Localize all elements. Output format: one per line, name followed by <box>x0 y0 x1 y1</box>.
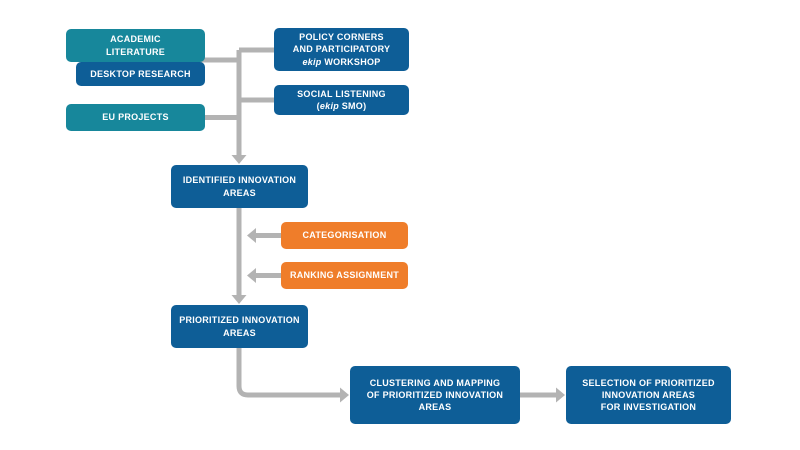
node-selection-for-investigation-label: SELECTION OF PRIORITIZED INNOVATION AREA… <box>582 377 715 413</box>
arrowhead-into-clustering <box>340 387 349 403</box>
node-policy-corners-workshop: POLICY CORNERS AND PARTICIPATORY ekip WO… <box>274 28 409 71</box>
node-ranking-assignment: RANKING ASSIGNMENT <box>281 262 408 289</box>
node-clustering-and-mapping-label: CLUSTERING AND MAPPING OF PRIORITIZED IN… <box>366 377 504 413</box>
node-ranking-assignment-label: RANKING ASSIGNMENT <box>289 270 400 281</box>
arrowhead-ranking <box>247 268 256 283</box>
connector-prioritized-to-clustering <box>236 348 341 398</box>
policy-corners-ekip: ekip <box>302 56 322 67</box>
node-clustering-and-mapping: CLUSTERING AND MAPPING OF PRIORITIZED IN… <box>350 366 520 424</box>
node-categorisation-label: CATEGORISATION <box>302 230 387 241</box>
node-desktop-research: DESKTOP RESEARCH <box>76 62 205 86</box>
node-selection-for-investigation: SELECTION OF PRIORITIZED INNOVATION AREA… <box>566 366 731 424</box>
policy-corners-text-after: WORKSHOP <box>321 56 381 67</box>
social-listening-text: SOCIAL LISTENING ( <box>297 88 386 111</box>
node-academic-literature-label: ACADEMIC LITERATURE <box>105 34 166 57</box>
node-eu-projects: EU PROJECTS <box>66 104 205 131</box>
policy-corners-text: POLICY CORNERS AND PARTICIPATORY <box>292 32 391 55</box>
node-eu-projects-label: EU PROJECTS <box>102 112 169 123</box>
node-identified-innovation-areas: IDENTIFIED INNOVATION AREAS <box>171 165 308 208</box>
node-categorisation: CATEGORISATION <box>281 222 408 249</box>
node-prioritized-innovation-areas: PRIORITIZED INNOVATION AREAS <box>171 305 308 348</box>
node-policy-corners-label: POLICY CORNERS AND PARTICIPATORY ekip WO… <box>293 31 391 67</box>
node-identified-innovation-areas-label: IDENTIFIED INNOVATION AREAS <box>182 175 297 198</box>
node-social-listening-label: SOCIAL LISTENING (ekip SMO) <box>297 88 386 112</box>
social-listening-ekip: ekip <box>319 101 339 111</box>
arrowhead-into-identified <box>231 155 247 164</box>
arrowhead-into-prioritized <box>231 295 247 304</box>
arrowhead-into-selection <box>556 387 565 403</box>
node-prioritized-innovation-areas-label: PRIORITIZED INNOVATION AREAS <box>179 315 300 338</box>
node-academic-literature: ACADEMIC LITERATURE <box>66 29 205 62</box>
node-desktop-research-label: DESKTOP RESEARCH <box>90 68 191 79</box>
node-social-listening: SOCIAL LISTENING (ekip SMO) <box>274 85 409 115</box>
arrowhead-categorisation <box>247 228 256 243</box>
social-listening-text-after: SMO) <box>339 101 367 111</box>
